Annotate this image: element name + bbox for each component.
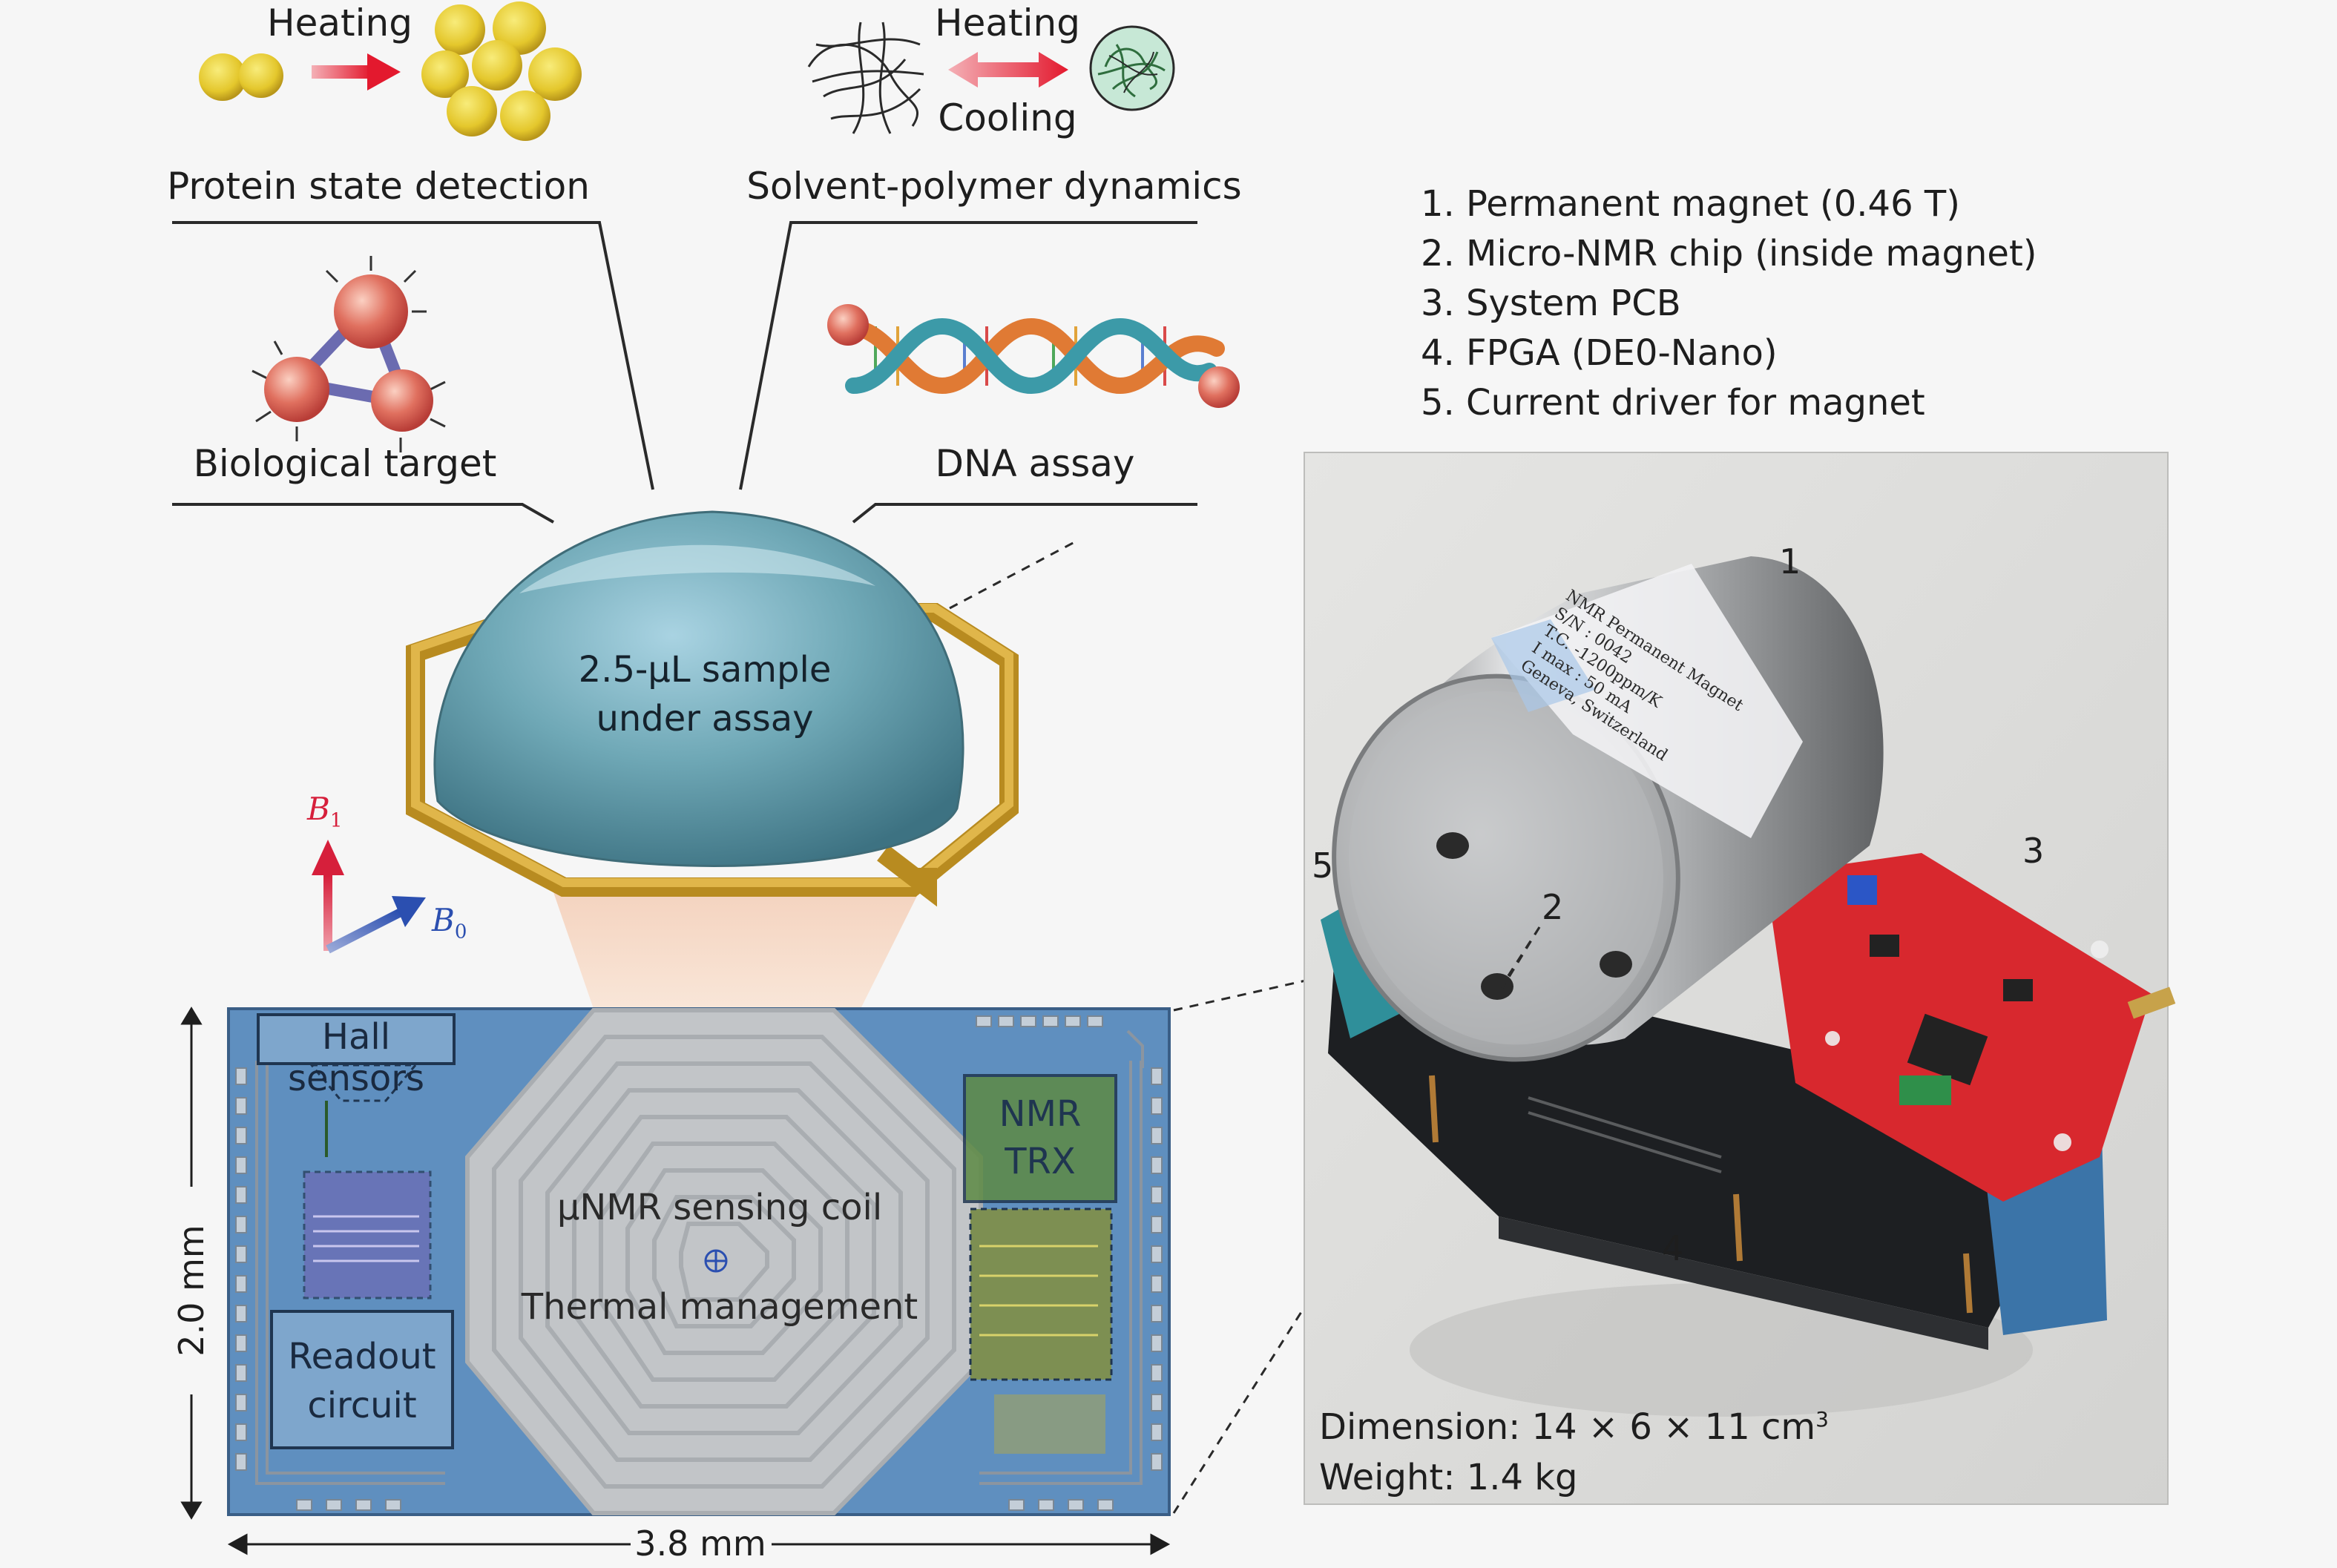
b1-label: B1 (307, 791, 343, 832)
sample-caption: 2.5-µL sample under assay (512, 645, 898, 743)
chip-height-arrow (180, 1007, 203, 1520)
solvent-cooling-label: Cooling (938, 96, 1077, 139)
protein-heating-label: Heating (267, 1, 412, 45)
sensing-coil-label: µNMR sensing coil (556, 1187, 883, 1228)
photo-marker-3: 3 (2022, 831, 2045, 871)
legend-item: 3. System PCB (1421, 283, 1681, 324)
chip-width-arrow (227, 1533, 1171, 1555)
b1-arrow-icon (312, 840, 344, 951)
polymer-open-network-icon (807, 22, 924, 134)
sample-droplet (433, 510, 964, 867)
planar-coil-frame (406, 603, 1019, 907)
b0-label: B0 (432, 902, 467, 943)
solvent-polymer-label: Solvent-polymer dynamics (746, 165, 1242, 208)
thermal-management-label: Thermal management (521, 1286, 918, 1328)
protein-large-aggregate-icon (421, 1, 582, 141)
biological-target-icon (252, 256, 446, 452)
sample-caption-line2: under assay (596, 698, 814, 739)
solvent-heating-label: Heating (935, 1, 1080, 45)
weight-text: Weight: 1.4 kg (1319, 1457, 1578, 1498)
photo-caption: Dimension: 14 × 6 × 11 cm3 Weight: 1.4 k… (1319, 1394, 1829, 1503)
nmr-chip (227, 1007, 1171, 1516)
polymer-collapsed-coil-icon (1089, 25, 1175, 111)
heating-arrow-icon (312, 53, 401, 90)
component-legend: 1. Permanent magnet (0.46 T) 2. Micro-NM… (1421, 179, 2037, 428)
biological-target-label: Biological target (193, 442, 497, 485)
coil-center-marker (704, 1249, 728, 1273)
photo-marker-5: 5 (1312, 846, 1334, 886)
b0-arrow-icon (326, 896, 426, 954)
legend-item: 2. Micro-NMR chip (inside magnet) (1421, 233, 2037, 274)
dna-helix-icon (827, 304, 1240, 408)
protein-small-aggregate-icon (199, 53, 283, 101)
chip-height-label: 2.0 mm (171, 1225, 211, 1357)
prototype-photo (1304, 452, 2176, 1505)
photo-marker-1: 1 (1779, 541, 1801, 582)
protein-state-label: Protein state detection (167, 165, 590, 208)
callout-lines (172, 221, 1197, 610)
hall-sensors-label: Hall sensors (287, 1016, 425, 1099)
legend-item: 5. Current driver for magnet (1421, 382, 1925, 424)
legend-item: 4. FPGA (DE0-Nano) (1421, 332, 1778, 374)
hall-sensor-box (257, 1013, 456, 1065)
heating-cooling-arrow-icon (948, 52, 1068, 88)
photo-marker-4: 4 (1662, 1228, 1684, 1268)
dna-assay-label: DNA assay (935, 442, 1135, 485)
droplet-highlight (519, 544, 875, 593)
readout-box (270, 1310, 454, 1449)
photo-marker-2: 2 (1542, 887, 1564, 927)
projection-cone (553, 890, 920, 1009)
chip-width-label: 3.8 mm (634, 1523, 766, 1564)
dimension-text: Dimension: 14 × 6 × 11 cm3 (1319, 1406, 1829, 1448)
legend-item: 1. Permanent magnet (0.46 T) (1421, 183, 1960, 225)
sample-caption-line1: 2.5-µL sample (578, 649, 832, 691)
trx-box (963, 1074, 1117, 1203)
marker-leaders (1497, 926, 1541, 995)
